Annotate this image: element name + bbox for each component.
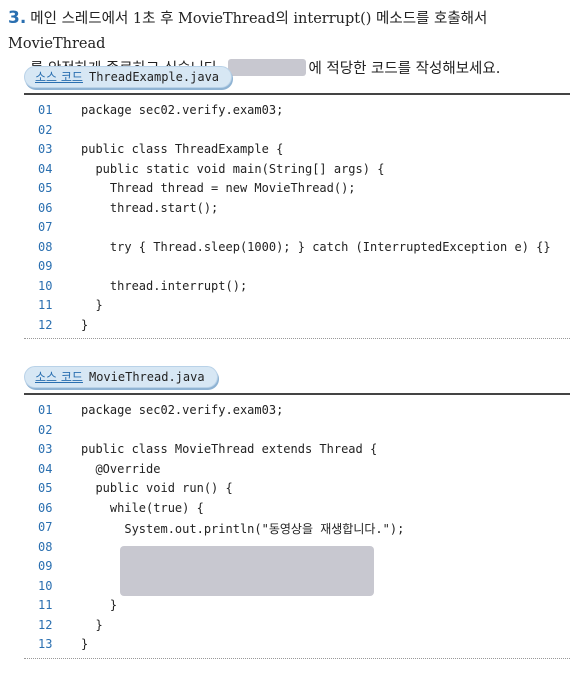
- line-number: 01: [38, 403, 53, 417]
- line-number: 03: [38, 142, 53, 156]
- code-line: 07: [24, 217, 570, 237]
- code-text: thread.interrupt();: [81, 278, 248, 293]
- code-line: 09: [24, 256, 570, 276]
- code-line: 03 public class MovieThread extends Threa…: [24, 439, 570, 459]
- code-line: 11 }: [24, 595, 570, 615]
- line-number: 08: [38, 239, 53, 254]
- source-tag-kind: 소스 코드: [35, 70, 83, 84]
- code-text: System.out.println("동영상을 재생합니다.");: [81, 522, 405, 536]
- line-number: 07: [38, 220, 53, 234]
- code-text: while(true) {: [81, 500, 204, 515]
- code-line: 05 Thread thread = new MovieThread();: [24, 178, 570, 198]
- code-text: }: [81, 317, 89, 332]
- line-number: 12: [38, 617, 53, 632]
- inline-blank: [228, 59, 307, 76]
- line-number: 01: [38, 103, 53, 117]
- line-number: 07: [38, 520, 53, 534]
- code-text: Thread thread = new MovieThread();: [81, 181, 356, 195]
- code-text: public class ThreadExample {: [81, 142, 284, 156]
- source-tag-1: 소스 코드 ThreadExample.java: [24, 66, 233, 88]
- line-number: 03: [38, 442, 53, 456]
- code-text: try { Thread.sleep(1000); } catch (Inter…: [81, 239, 551, 254]
- code-line: 01 package sec02.verify.exam03;: [24, 100, 570, 120]
- line-number: 12: [38, 317, 53, 332]
- code-line: 10: [24, 576, 570, 596]
- line-number: 06: [38, 200, 53, 215]
- code-line: 06 while(true) {: [24, 498, 570, 518]
- code-line: 04 @Override: [24, 459, 570, 479]
- line-number: 09: [38, 259, 53, 273]
- line-number: 08: [38, 539, 53, 554]
- line-number: 11: [38, 298, 53, 312]
- code-line: 04 public static void main(String[] args…: [24, 159, 570, 179]
- source-tag-kind: 소스 코드: [35, 370, 83, 384]
- code-line: 13}: [24, 634, 570, 654]
- question-text-part1: 메인 스레드에서 1초 후 MovieThread의 interrupt() 메…: [8, 11, 488, 52]
- line-number: 10: [38, 578, 53, 593]
- code-text: }: [81, 298, 103, 312]
- line-number: 02: [38, 122, 53, 137]
- code-line: 03 public class ThreadExample {: [24, 139, 570, 159]
- code-line: 08: [24, 537, 570, 557]
- code-line: 02: [24, 420, 570, 440]
- code-line: 07 System.out.println("동영상을 재생합니다.");: [24, 517, 570, 537]
- code-line: 11 }: [24, 295, 570, 315]
- code-text: public class MovieThread extends Thread …: [81, 442, 378, 456]
- code-line: 09: [24, 556, 570, 576]
- code-line: 02: [24, 120, 570, 140]
- code-text: public void run() {: [81, 481, 233, 495]
- code-block-thread-example: 01 package sec02.verify.exam03; 02 03 public…: [24, 93, 570, 339]
- code-line: 05 public void run() {: [24, 478, 570, 498]
- code-line: 01 package sec02.verify.exam03;: [24, 400, 570, 420]
- code-line: 12 }: [24, 615, 570, 635]
- code-text: public static void main(String[] args) {: [81, 161, 385, 176]
- code-text: package sec02.verify.exam03;: [81, 103, 284, 117]
- answer-blank: [120, 546, 374, 596]
- code-text: }: [81, 617, 103, 632]
- code-text: thread.start();: [81, 200, 219, 215]
- code-line: 06 thread.start();: [24, 198, 570, 218]
- question-text-part3: 에 적당한 코드를 작성해보세요.: [308, 61, 501, 77]
- source-tag-2: 소스 코드 MovieThread.java: [24, 366, 218, 388]
- code-text: package sec02.verify.exam03;: [81, 403, 284, 417]
- line-number: 04: [38, 461, 53, 476]
- line-number: 04: [38, 161, 53, 176]
- line-number: 11: [38, 598, 53, 612]
- line-number: 02: [38, 422, 53, 437]
- line-number: 13: [38, 637, 53, 651]
- code-text: }: [81, 637, 89, 651]
- code-text: }: [81, 598, 118, 612]
- line-number: 05: [38, 481, 53, 495]
- line-number: 09: [38, 559, 53, 573]
- code-text: @Override: [81, 461, 161, 476]
- line-number: 10: [38, 278, 53, 293]
- code-block-movie-thread: 01 package sec02.verify.exam03; 02 03 public…: [24, 393, 570, 659]
- code-line: 08 try { Thread.sleep(1000); } catch (In…: [24, 237, 570, 257]
- source-filename: ThreadExample.java: [88, 70, 220, 84]
- source-filename: MovieThread.java: [88, 370, 205, 384]
- question-number: 3.: [8, 8, 27, 28]
- line-number: 05: [38, 181, 53, 195]
- line-number: 06: [38, 500, 53, 515]
- code-line: 10 thread.interrupt();: [24, 276, 570, 296]
- code-line: 12}: [24, 315, 570, 335]
